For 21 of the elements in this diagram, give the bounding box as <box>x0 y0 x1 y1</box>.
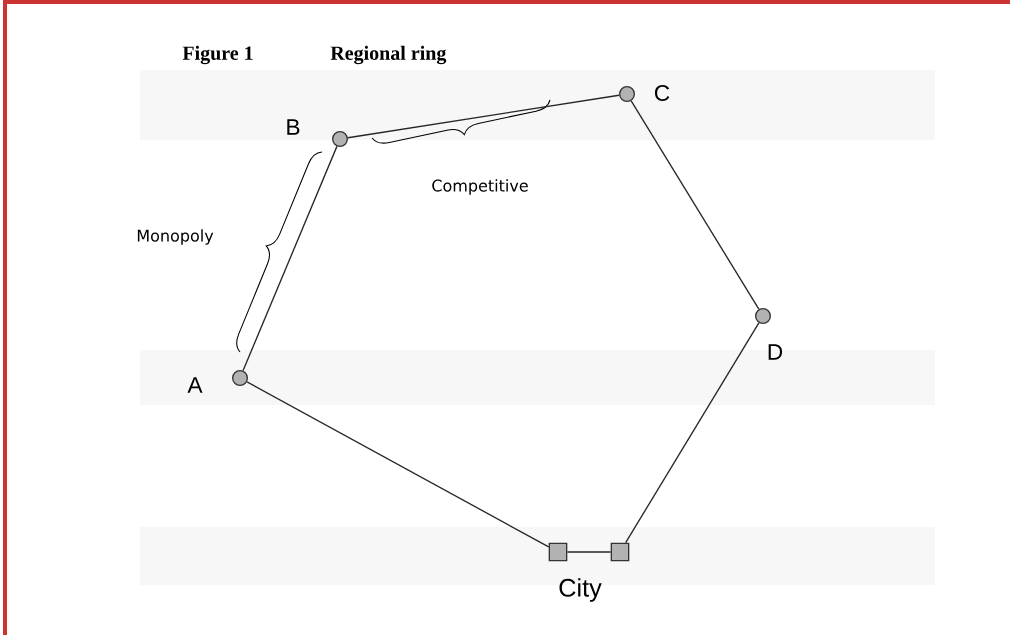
city-label: City <box>559 578 602 602</box>
ring-line <box>566 551 612 553</box>
station-square <box>548 542 568 562</box>
brace-label: Competitive <box>432 179 528 195</box>
ring-line <box>630 100 760 310</box>
station-label: D <box>768 344 783 360</box>
ring-line <box>347 94 620 139</box>
station-circle <box>619 86 635 102</box>
station-circle <box>755 308 771 324</box>
station-square <box>610 542 630 562</box>
station-circle <box>332 131 348 147</box>
station-label: B <box>287 119 300 135</box>
ring-line <box>242 145 338 372</box>
station-label: A <box>187 377 203 393</box>
station-label: C <box>654 84 670 102</box>
brace-label: Monopoly <box>137 229 214 245</box>
figure-title: Regional ring <box>330 45 447 65</box>
ring-line <box>625 322 760 544</box>
ring-line <box>246 381 550 548</box>
figure-number: Figure 1 <box>182 45 253 65</box>
station-circle <box>232 370 248 386</box>
